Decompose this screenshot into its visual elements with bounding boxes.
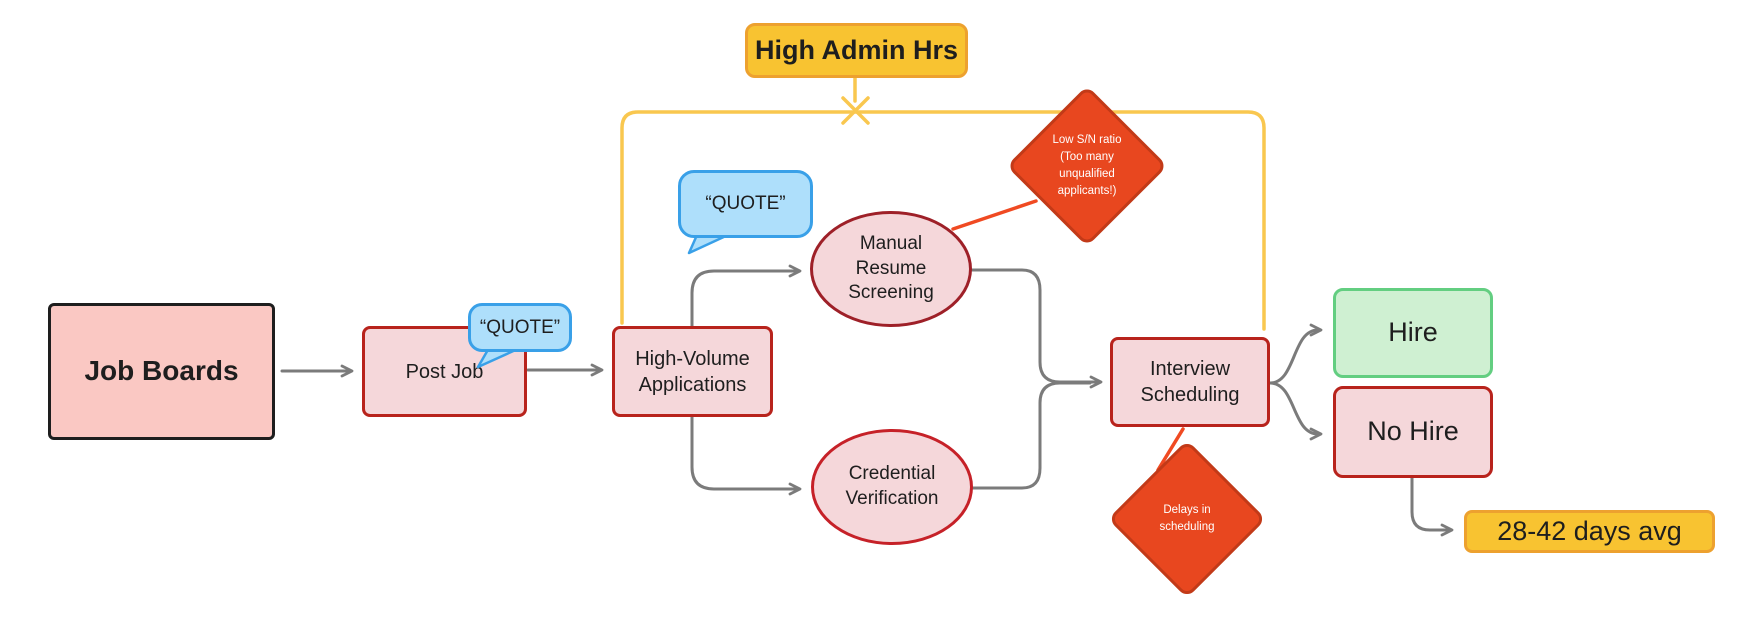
node-high-volume-applications: High-Volume Applications [612, 326, 773, 417]
low-sn-line-4: applicants!) [1057, 185, 1117, 198]
high-volume-applications-label: High-Volume Applications [635, 347, 750, 396]
interview-scheduling-label: Interview Scheduling [1140, 358, 1240, 406]
delays-text: Delays in scheduling [1120, 452, 1254, 586]
low-sn-line-1: Low S/N ratio [1052, 133, 1122, 146]
edge-interview-to-hire [1268, 323, 1323, 385]
node-days-avg: 28-42 days avg [1464, 510, 1715, 553]
risk-diamond-delays: Delays in scheduling [1107, 439, 1267, 599]
delays-line-1: Delays in [1163, 503, 1211, 516]
junction-x-icon [841, 96, 870, 125]
quote-screening-label: “QUOTE” [705, 193, 786, 214]
quote-post-job-label: “QUOTE” [479, 316, 561, 338]
delays-line-2: scheduling [1159, 521, 1215, 533]
node-post-job: Post Job [362, 326, 527, 417]
node-no-hire: No Hire [1333, 386, 1493, 478]
edge-high-volume-to-manual-screening [690, 264, 802, 328]
edge-high-volume-to-credential [690, 415, 802, 496]
node-interview-scheduling: Interview Scheduling [1110, 337, 1270, 427]
node-manual-resume-screening: Manual Resume Screening [810, 211, 972, 327]
edge-interview-to-no-hire [1268, 381, 1323, 441]
manual-resume-screening-label: Manual Resume Screening [848, 232, 934, 304]
node-high-admin-hrs: High Admin Hrs [745, 23, 968, 78]
job-boards-label: Job Boards [84, 355, 239, 387]
node-hire: Hire [1333, 288, 1493, 378]
speech-bubble-quote-screening: “QUOTE” [678, 170, 813, 238]
low-sn-line-3: unqualified [1059, 168, 1115, 180]
post-job-label: Post Job [405, 360, 484, 383]
low-sn-ratio-text: Low S/N ratio (Too many unqualified appl… [1019, 98, 1155, 234]
edge-credential-to-interview [971, 381, 1092, 490]
high-admin-hrs-label: High Admin Hrs [754, 34, 958, 65]
node-credential-verification: Credential Verification [811, 429, 973, 545]
edge-manual-screening-to-interview [970, 268, 1103, 389]
speech-bubble-quote-post-job: “QUOTE” [468, 303, 572, 352]
low-sn-line-2: (Too many [1060, 150, 1114, 163]
node-job-boards: Job Boards [48, 303, 275, 440]
hire-label: Hire [1388, 317, 1438, 348]
credential-verification-label: Credential Verification [845, 463, 939, 509]
edge-no-hire-to-days-avg [1410, 476, 1454, 537]
days-avg-label: 28-42 days avg [1497, 515, 1682, 546]
risk-diamond-low-sn-ratio: Low S/N ratio (Too many unqualified appl… [1006, 85, 1168, 247]
no-hire-label: No Hire [1367, 416, 1459, 447]
